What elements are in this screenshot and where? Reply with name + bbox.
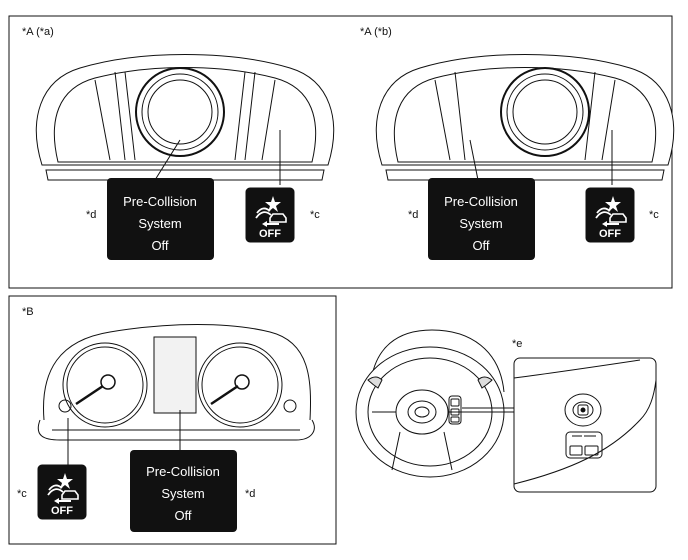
message-line-2: System	[459, 216, 502, 231]
message-line-3: Off	[151, 238, 168, 253]
message-line-3: Off	[174, 508, 191, 523]
cluster-a-left	[35, 54, 335, 181]
indicator-off-text: OFF	[259, 228, 281, 240]
pre-collision-off-indicator-b: OFF	[585, 187, 635, 243]
message-line-3: Off	[472, 238, 489, 253]
callout-c-panel-b: *c	[17, 488, 27, 500]
message-line-1: Pre-Collision	[444, 194, 518, 209]
callout-d-b: *d	[408, 209, 418, 221]
panel-a-frame	[8, 15, 673, 289]
indicator-off-text: OFF	[51, 505, 73, 517]
panel-b-frame	[8, 295, 337, 545]
leader-d-b	[469, 139, 479, 181]
message-box-b: Pre-Collision System Off	[428, 178, 535, 260]
message-line-2: System	[161, 486, 204, 501]
cluster-a-right	[375, 54, 675, 181]
message-line-1: Pre-Collision	[123, 194, 197, 209]
callout-d-panel-b: *d	[245, 488, 255, 500]
panel-a-right-label: *A (*b)	[360, 26, 392, 38]
steering-label: *e	[512, 338, 522, 350]
cluster-b	[37, 324, 315, 441]
callout-c-a: *c	[310, 209, 320, 221]
steering-switch-zoom	[513, 357, 657, 493]
pre-collision-off-indicator-a: OFF	[245, 187, 295, 243]
panel-b-label: *B	[22, 306, 34, 318]
steering-wheel	[355, 329, 514, 478]
callout-c-b: *c	[649, 209, 659, 221]
callout-d-a: *d	[86, 209, 96, 221]
leader-d-a	[154, 139, 181, 181]
message-line-1: Pre-Collision	[146, 464, 220, 479]
message-box-a: Pre-Collision System Off	[107, 178, 214, 260]
message-line-2: System	[138, 216, 181, 231]
pre-collision-off-indicator-c: OFF	[37, 464, 87, 520]
message-box-panel-b: Pre-Collision System Off	[130, 450, 237, 532]
panel-a-left-label: *A (*a)	[22, 26, 54, 38]
indicator-off-text: OFF	[599, 228, 621, 240]
